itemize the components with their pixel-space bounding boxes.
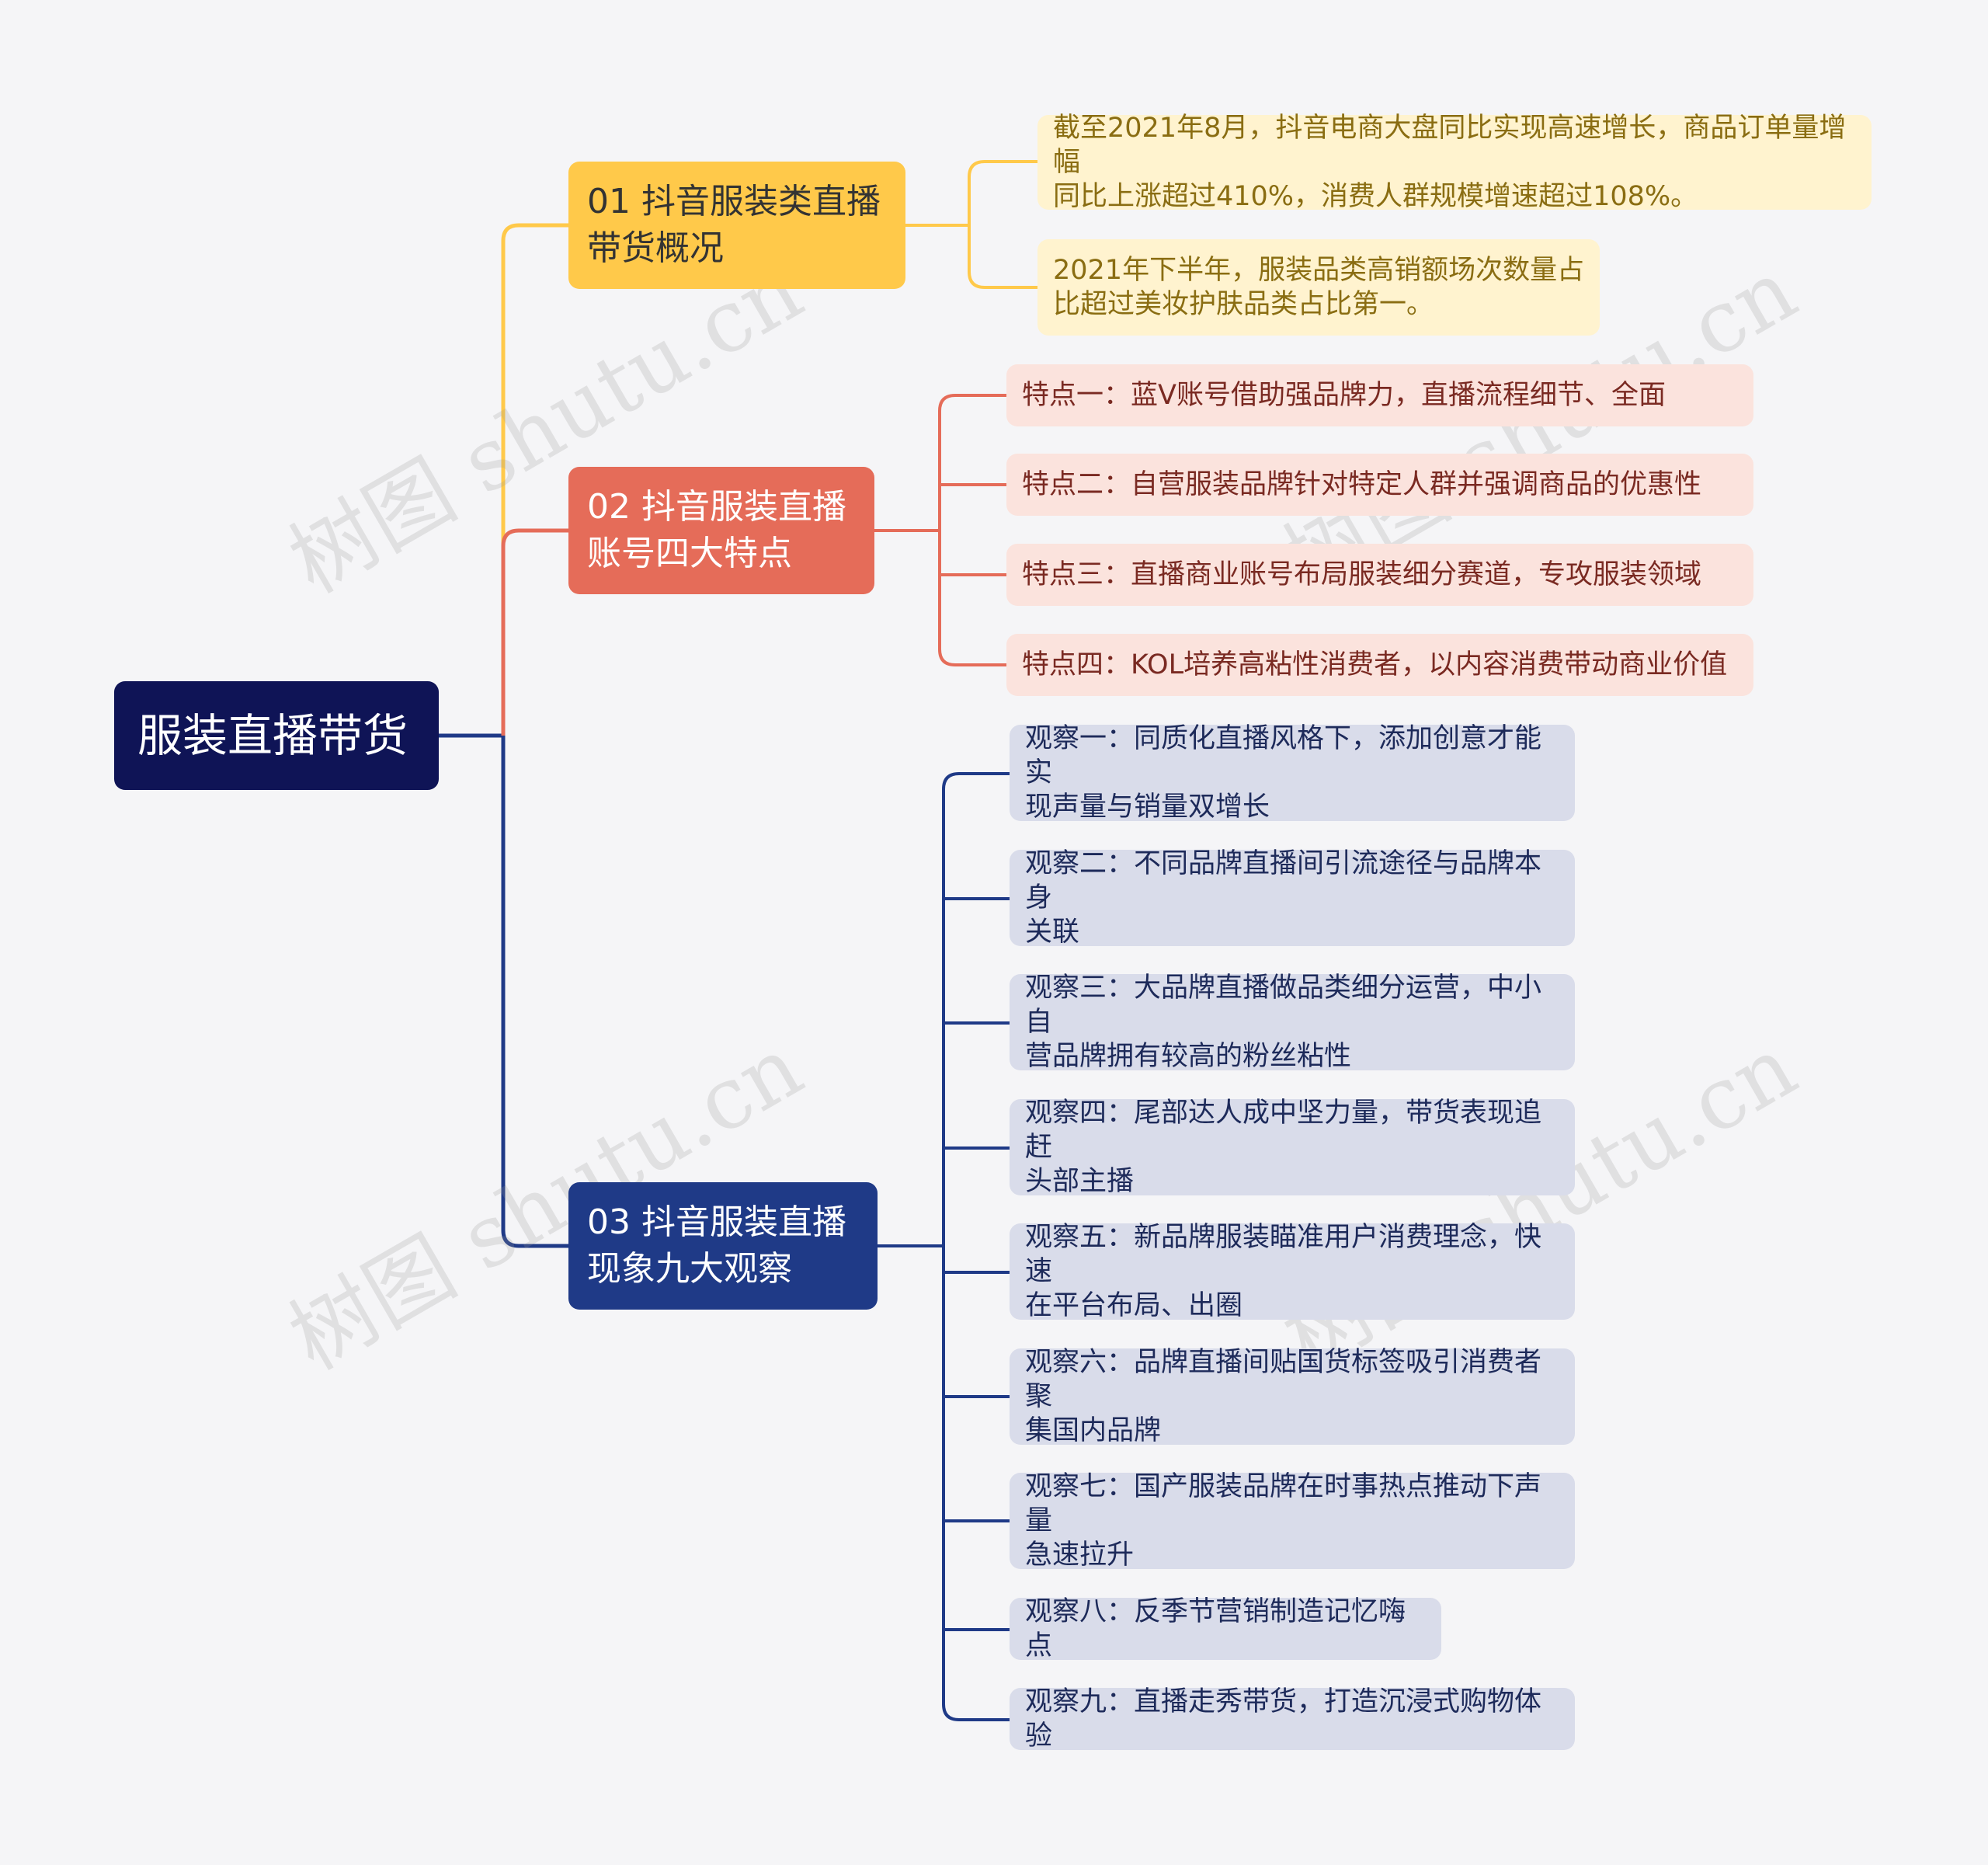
connector-branch-1	[501, 223, 568, 736]
leaf-label: 截至2021年8月，抖音电商大盘同比实现高速增长，商品订单量增幅 同比上涨超过4…	[1053, 113, 1847, 212]
branch-label: 02 抖音服装直播 账号四大特点	[587, 487, 846, 573]
leaf-node[interactable]: 截至2021年8月，抖音电商大盘同比实现高速增长，商品订单量增幅 同比上涨超过4…	[1037, 113, 1872, 212]
connector-group-1	[905, 160, 1037, 289]
connector-branch-3	[501, 736, 568, 1248]
leaf-label: 特点一：蓝V账号借助强品牌力，直播流程细节、全面	[1022, 380, 1666, 411]
leaf-label: 观察八：反季节营销制造记忆嗨点	[1025, 1596, 1406, 1661]
leaf-label: 2021年下半年，服装品类高销额场次数量占 比超过美妆护肤品类占比第一。	[1053, 255, 1585, 320]
connector-group-3	[878, 772, 1010, 1721]
leaf-label: 观察一：同质化直播风格下，添加创意才能实 现声量与销量双增长	[1025, 723, 1542, 823]
connector-branch-2	[501, 528, 568, 736]
leaf-node[interactable]: 观察九：直播走秀带货，打造沉浸式购物体验	[1010, 1686, 1575, 1752]
leaf-node[interactable]: 特点四：KOL培养高粘性消费者，以内容消费带动商业价值	[1006, 634, 1753, 696]
leaf-node[interactable]: 2021年下半年，服装品类高销额场次数量占 比超过美妆护肤品类占比第一。	[1037, 239, 1600, 336]
leaf-node[interactable]: 特点三：直播商业账号布局服装细分赛道，专攻服装领域	[1006, 544, 1753, 606]
connector-group-2	[874, 394, 1006, 666]
leaf-node[interactable]: 特点二：自营服装品牌针对特定人群并强调商品的优惠性	[1006, 454, 1753, 516]
branch-node-2[interactable]: 02 抖音服装直播 账号四大特点	[568, 467, 874, 594]
branch-label: 03 抖音服装直播 现象九大观察	[587, 1202, 846, 1289]
root-node[interactable]: 服装直播带货	[114, 681, 439, 790]
leaf-node[interactable]: 观察七：国产服装品牌在时事热点推动下声量 急速拉升	[1010, 1471, 1575, 1571]
leaf-label: 观察七：国产服装品牌在时事热点推动下声量 急速拉升	[1025, 1471, 1542, 1571]
leaf-node[interactable]: 观察六：品牌直播间贴国货标签吸引消费者聚 集国内品牌	[1010, 1347, 1575, 1446]
root-label: 服装直播带货	[137, 709, 408, 762]
leaf-label: 观察六：品牌直播间贴国货标签吸引消费者聚 集国内品牌	[1025, 1347, 1542, 1446]
leaf-node[interactable]: 观察八：反季节营销制造记忆嗨点	[1010, 1596, 1441, 1661]
leaf-node[interactable]: 观察一：同质化直播风格下，添加创意才能实 现声量与销量双增长	[1010, 723, 1575, 823]
leaf-node[interactable]: 观察五：新品牌服装瞄准用户消费理念，快速 在平台布局、出圈	[1010, 1222, 1575, 1321]
leaf-label: 观察二：不同品牌直播间引流途径与品牌本身 关联	[1025, 848, 1542, 948]
leaf-label: 特点四：KOL培养高粘性消费者，以内容消费带动商业价值	[1022, 649, 1728, 680]
leaf-label: 特点二：自营服装品牌针对特定人群并强调商品的优惠性	[1022, 469, 1702, 500]
branch-node-3[interactable]: 03 抖音服装直播 现象九大观察	[568, 1182, 878, 1310]
branch-node-1[interactable]: 01 抖音服装类直播 带货概况	[568, 162, 905, 289]
leaf-label: 观察九：直播走秀带货，打造沉浸式购物体验	[1025, 1686, 1542, 1752]
leaf-node[interactable]: 特点一：蓝V账号借助强品牌力，直播流程细节、全面	[1006, 364, 1753, 426]
leaf-label: 特点三：直播商业账号布局服装细分赛道，专攻服装领域	[1022, 559, 1702, 590]
leaf-label: 观察四：尾部达人成中坚力量，带货表现追赶 头部主播	[1025, 1098, 1542, 1197]
leaf-node[interactable]: 观察二：不同品牌直播间引流途径与品牌本身 关联	[1010, 848, 1575, 948]
leaf-label: 观察三：大品牌直播做品类细分运营，中小自 营品牌拥有较高的粉丝粘性	[1025, 973, 1542, 1072]
leaf-node[interactable]: 观察三：大品牌直播做品类细分运营，中小自 营品牌拥有较高的粉丝粘性	[1010, 973, 1575, 1072]
leaf-label: 观察五：新品牌服装瞄准用户消费理念，快速 在平台布局、出圈	[1025, 1222, 1542, 1321]
leaf-node[interactable]: 观察四：尾部达人成中坚力量，带货表现追赶 头部主播	[1010, 1098, 1575, 1197]
branch-label: 01 抖音服装类直播 带货概况	[587, 182, 881, 268]
